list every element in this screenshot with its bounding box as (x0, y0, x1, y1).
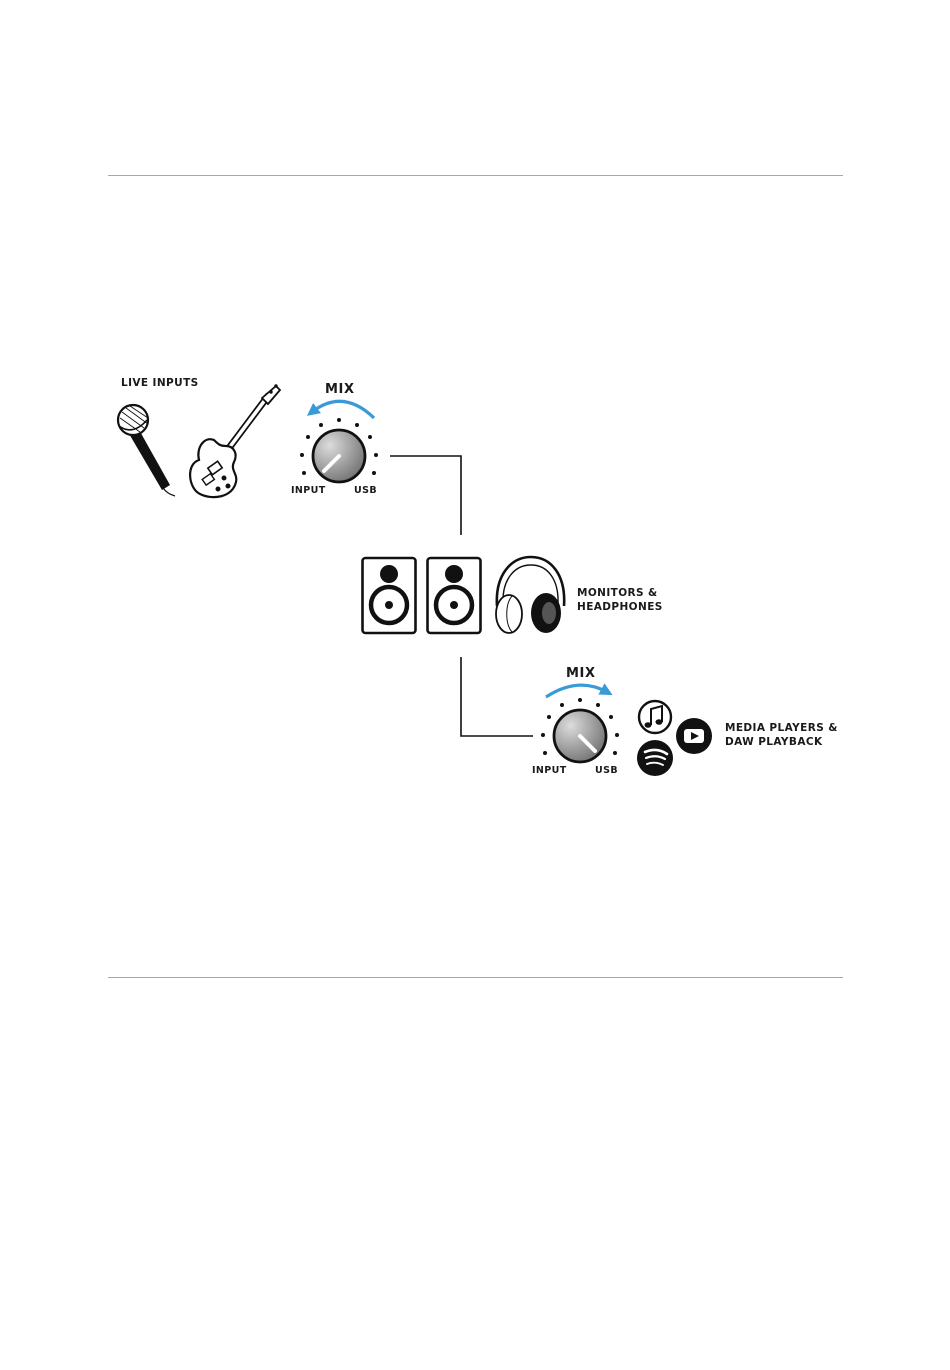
mix-knob-top (300, 401, 378, 482)
usb-label-top: USB (354, 485, 377, 497)
arrow-to-usb-icon (546, 685, 607, 697)
speaker-right-icon (428, 558, 481, 633)
media-players-label-line1: MEDIA PLAYERS & (725, 721, 838, 735)
speaker-left-icon (363, 558, 416, 633)
arrow-to-input-icon (312, 401, 374, 418)
live-inputs-label: LIVE INPUTS (121, 376, 199, 390)
monitors-label-line2: HEADPHONES (577, 600, 663, 614)
mix-label-bottom: MIX (566, 666, 596, 682)
media-players-label-line2: DAW PLAYBACK (725, 735, 823, 749)
spotify-icon (637, 740, 673, 776)
guitar-icon (190, 385, 280, 497)
mix-knob-bottom (541, 685, 619, 762)
mix-label-top: MIX (325, 382, 355, 398)
music-note-icon (639, 701, 671, 733)
input-label-top: INPUT (291, 485, 326, 497)
headphones-icon (496, 557, 564, 633)
connector-line-bottom (461, 657, 533, 736)
input-label-bottom: INPUT (532, 765, 567, 777)
microphone-icon (118, 405, 175, 496)
monitors-label-line1: MONITORS & (577, 586, 658, 600)
usb-label-bottom: USB (595, 765, 618, 777)
youtube-icon (676, 718, 712, 754)
connector-line-top (390, 456, 461, 535)
